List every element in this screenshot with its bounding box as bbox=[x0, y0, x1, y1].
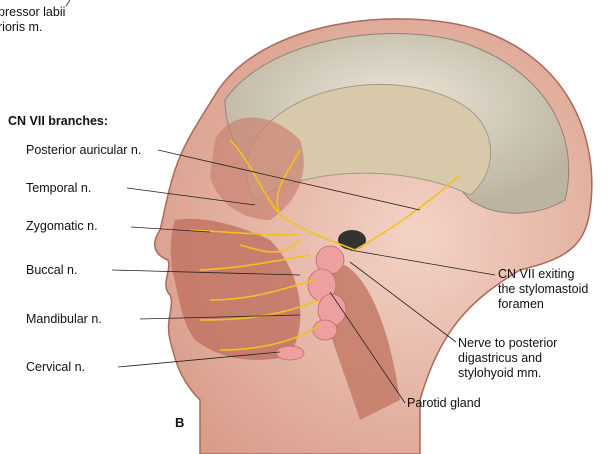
label-line: rioris m. bbox=[0, 20, 43, 34]
external-ear-canal bbox=[338, 230, 366, 250]
group-heading: CN VII branches: bbox=[8, 114, 109, 128]
label-line: pressor labii bbox=[0, 5, 66, 19]
leader-lines bbox=[65, 0, 496, 404]
figure-letter: B bbox=[175, 415, 185, 430]
label-posterior-auricular: Posterior auricular n. bbox=[26, 143, 142, 157]
label-line: foramen bbox=[498, 297, 544, 311]
label-cervical: Cervical n. bbox=[26, 360, 86, 374]
label-parotid-gland: Parotid gland bbox=[407, 396, 481, 410]
label-line: digastricus and bbox=[458, 351, 543, 365]
top-left-label: pressor labii rioris m. bbox=[0, 5, 65, 35]
label-line: stylohyoid mm. bbox=[458, 366, 542, 380]
label-buccal: Buccal n. bbox=[26, 263, 78, 277]
label-cn7-exit: CN VII exiting the stylomastoid foramen bbox=[498, 267, 588, 312]
label-line: Nerve to posterior bbox=[458, 336, 558, 350]
facial-muscles bbox=[170, 218, 301, 360]
label-nerve-posterior-digastricus: Nerve to posterior digastricus and stylo… bbox=[458, 336, 557, 381]
label-mandibular: Mandibular n. bbox=[26, 312, 102, 326]
label-line: the stylomastoid bbox=[498, 282, 589, 296]
label-zygomatic: Zygomatic n. bbox=[26, 219, 98, 233]
label-temporal: Temporal n. bbox=[26, 181, 92, 195]
label-line: CN VII exiting bbox=[498, 267, 575, 281]
